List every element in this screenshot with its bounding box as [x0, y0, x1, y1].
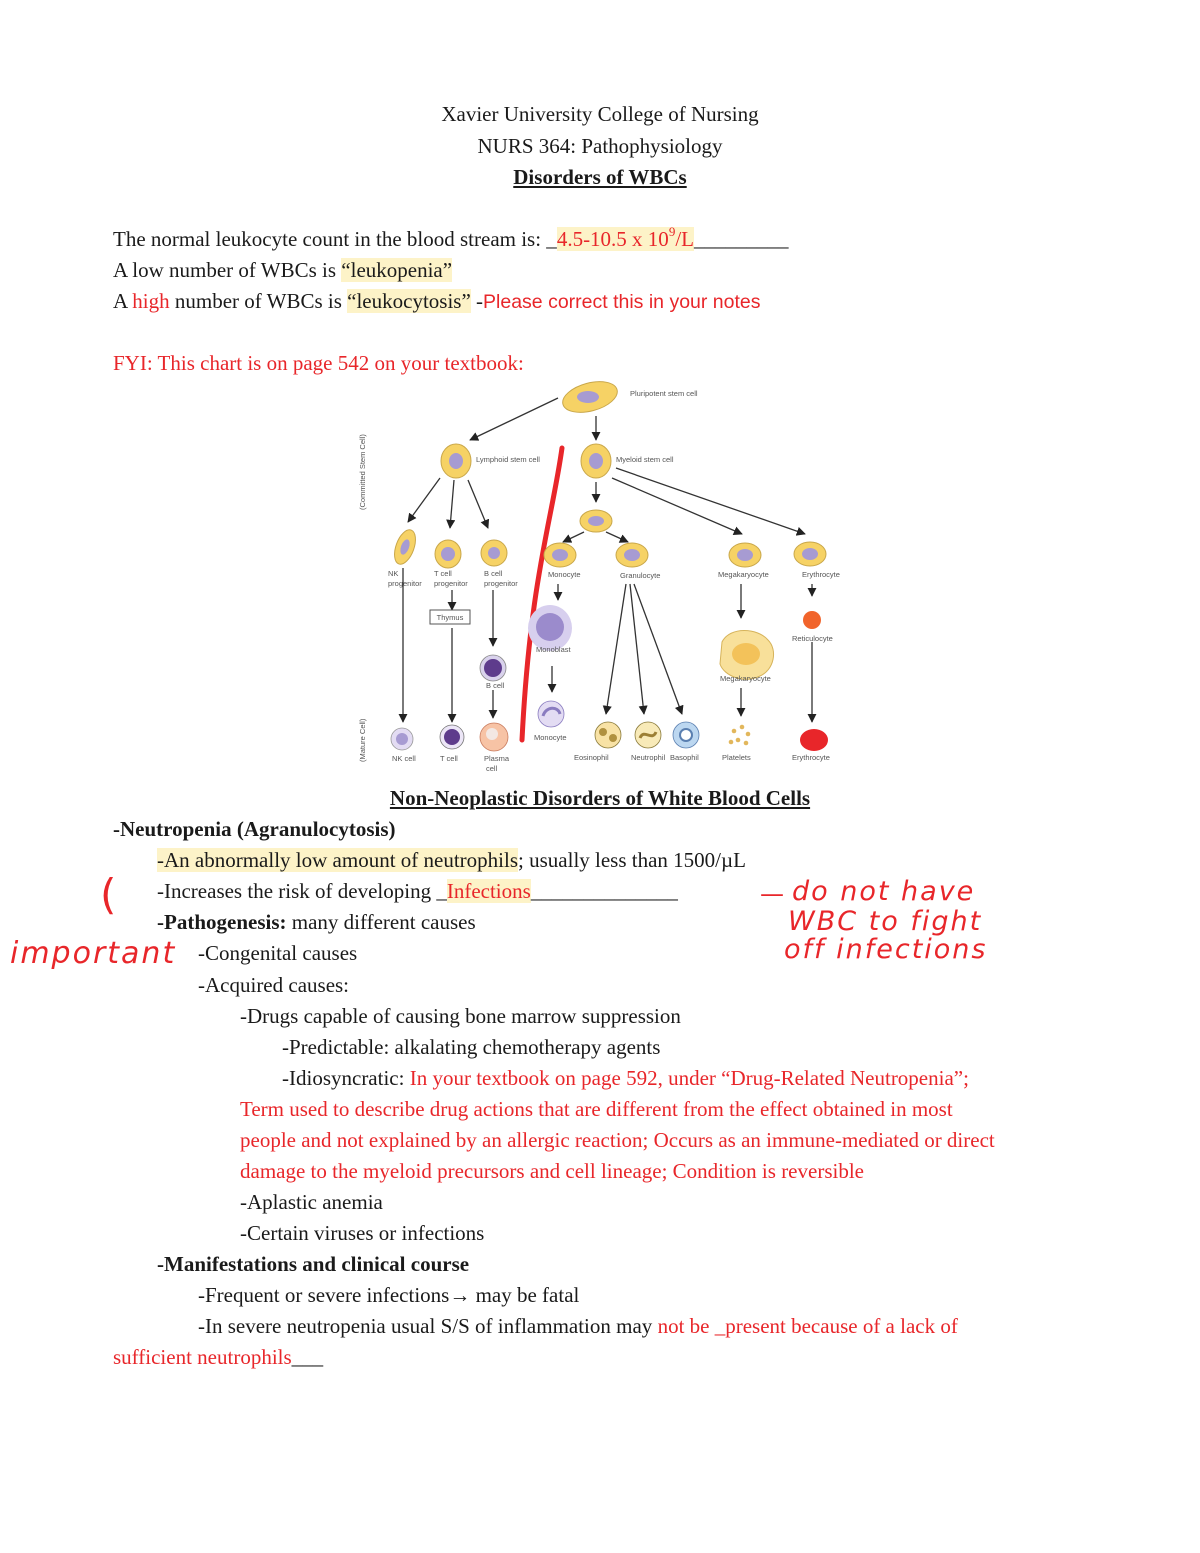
normal-count-blank: _________ [693, 227, 789, 251]
high-wbc-middle: number of WBCs is [169, 289, 348, 313]
high-word: high [132, 289, 170, 313]
arrow-right-icon: → [449, 1283, 471, 1307]
neutropenia-definition: -An abnormally low amount of neutrophils… [157, 847, 746, 873]
label-megakaryocyte-mid: Megakaryocyte [720, 674, 771, 683]
frequent-infections-text: -Frequent or severe infections [198, 1283, 450, 1307]
label-thymus: Thymus [437, 613, 464, 622]
label-side-committed: (Committed Stem Cell) [358, 434, 367, 510]
normal-count-prefix: The normal leukocyte count in the blood … [113, 227, 557, 251]
idiosyncratic-note: In your textbook on page 592, under “Dru… [409, 1066, 969, 1090]
normal-count-number: 4.5-10.5 x 10 [556, 227, 669, 251]
label-nk-prog-2: progenitor [388, 579, 422, 588]
label-t-cell: T cell [440, 754, 458, 763]
label-reticulocyte: Reticulocyte [792, 634, 833, 643]
label-b-prog-2: progenitor [484, 579, 518, 588]
handwritten-important: important [10, 936, 177, 971]
label-pluripotent: Pluripotent stem cell [630, 389, 698, 398]
idiosyncratic-line: -Idiosyncratic: In your textbook on page… [282, 1065, 969, 1091]
pathogenesis-label: -Pathogenesis: [157, 910, 287, 934]
label-megakaryocyte-top: Megakaryocyte [718, 570, 769, 579]
viruses-infections: -Certain viruses or infections [240, 1221, 485, 1245]
idiosyncratic-explanation-2: people and not explained by an allergic … [240, 1128, 995, 1152]
normal-count-exponent: 9 [668, 224, 676, 239]
label-monoblast: Monoblast [536, 645, 572, 654]
course-name: NURS 364: Pathophysiology [477, 134, 723, 158]
risk-prefix: -Increases the risk of developing _ [157, 879, 447, 903]
may-be-fatal-text: may be fatal [470, 1283, 580, 1307]
severe-neutropenia-line: -In severe neutropenia usual S/S of infl… [198, 1313, 958, 1339]
aplastic-anemia: -Aplastic anemia [240, 1190, 383, 1214]
label-nk-cell: NK cell [392, 754, 416, 763]
label-lymphoid: Lymphoid stem cell [476, 455, 540, 464]
handwritten-dash: — [760, 880, 786, 908]
label-b-cell: B cell [486, 681, 505, 690]
definition-highlight: -An abnormally low amount of neutrophils [157, 848, 519, 872]
severe-blank: ___ [291, 1345, 324, 1369]
hematopoiesis-diagram: Pluripotent stem cell Lymphoid stem cell… [358, 381, 840, 773]
label-granulocyte: Granulocyte [620, 571, 660, 580]
severe-neutropenia-answer: not be _present because of a lack of [657, 1314, 958, 1338]
risk-answer: Infections [446, 879, 531, 903]
label-t-prog-1: T cell [434, 569, 452, 578]
idiosyncratic-label: -Idiosyncratic: [282, 1066, 410, 1090]
label-basophil: Basophil [670, 753, 699, 762]
label-t-prog-2: progenitor [434, 579, 468, 588]
document-title: Disorders of WBCs [513, 165, 687, 189]
drugs-cause: -Drugs capable of causing bone marrow su… [240, 1004, 681, 1028]
severe-neutropenia-line-2: sufficient neutrophils___ [113, 1344, 323, 1370]
idiosyncratic-explanation-3: damage to the myeloid precursors and cel… [240, 1159, 864, 1183]
high-wbc-prefix: A [113, 289, 133, 313]
normal-count-line: The normal leukocyte count in the blood … [113, 224, 789, 252]
leukopenia-term: “leukopenia” [341, 258, 453, 282]
congenital-causes: -Congenital causes [198, 941, 358, 965]
frequent-infections-line: -Frequent or severe infections→ may be f… [198, 1282, 579, 1308]
infection-risk-line: -Increases the risk of developing _Infec… [157, 878, 678, 904]
neutropenia-heading: -Neutropenia (Agranulocytosis) [113, 817, 396, 841]
predictable-cause: -Predictable: alkalating chemotherapy ag… [282, 1035, 661, 1059]
pathogenesis-text: many different causes [286, 910, 476, 934]
leukocytosis-term: “leukocytosis” [347, 289, 471, 313]
definition-rest: ; usually less than 1500/µL [518, 848, 746, 872]
label-nk-prog-1: NK [388, 569, 398, 578]
handwritten-note-2: WBC to fight [788, 906, 983, 937]
fyi-note: FYI: This chart is on page 542 on your t… [113, 351, 524, 375]
risk-blank: ______________ [530, 879, 678, 903]
low-wbc-line: A low number of WBCs is “leukopenia” [113, 257, 453, 283]
label-plasma-2: cell [486, 764, 498, 773]
normal-count-unit: /L [675, 227, 694, 251]
idiosyncratic-explanation-1: Term used to describe drug actions that … [240, 1097, 953, 1121]
pathogenesis-line: -Pathogenesis: many different causes [157, 909, 476, 935]
label-monocyte-bottom: Monocyte [534, 733, 567, 742]
manifestations-heading: -Manifestations and clinical course [157, 1252, 470, 1276]
handwritten-note-3: off infections [784, 934, 988, 965]
label-myeloid: Myeloid stem cell [616, 455, 674, 464]
institution-name: Xavier University College of Nursing [441, 102, 759, 126]
label-b-prog-1: B cell [484, 569, 503, 578]
correction-note: Please correct this in your notes [483, 291, 761, 313]
acquired-causes: -Acquired causes: [198, 973, 350, 997]
handwritten-bracket: ( [100, 870, 119, 919]
label-side-mature: (Mature Cell) [358, 718, 367, 762]
high-wbc-dash: - [470, 289, 484, 313]
label-neutrophil: Neutrophil [631, 753, 666, 762]
high-wbc-line: A high number of WBCs is “leukocytosis” … [113, 288, 761, 315]
severe-neutropenia-answer-2: sufficient neutrophils [113, 1345, 292, 1369]
label-plasma-1: Plasma [484, 754, 510, 763]
section-title: Non-Neoplastic Disorders of White Blood … [389, 786, 811, 810]
low-wbc-prefix: A low number of WBCs is [113, 258, 342, 282]
label-eosinophil: Eosinophil [574, 753, 609, 762]
handwritten-note-1: do not have [792, 876, 976, 907]
normal-count-value: 4.5-10.5 x 109/L [556, 224, 694, 251]
label-monocyte-top: Monocyte [548, 570, 581, 579]
label-erythrocyte-bottom: Erythrocyte [792, 753, 830, 762]
severe-neutropenia-text: -In severe neutropenia usual S/S of infl… [198, 1314, 658, 1338]
label-platelets: Platelets [722, 753, 751, 762]
label-erythrocyte-top: Erythrocyte [802, 570, 840, 579]
